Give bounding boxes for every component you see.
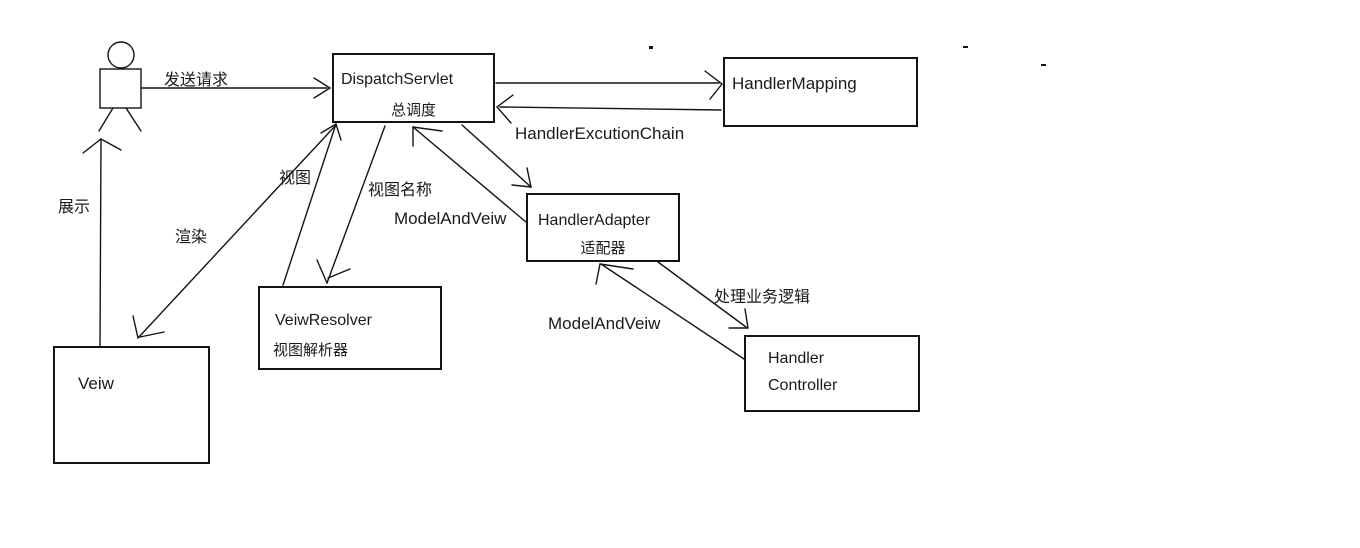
node-title: DispatchServlet (341, 71, 454, 88)
edge-dispatch-to-mapping (495, 70, 723, 100)
edge-label-model-and-veiw-lower: ModelAndVeiw (548, 314, 661, 333)
node-title: Veiw (78, 374, 114, 393)
stray-dot (1041, 64, 1046, 66)
edge-controller-to-adapter (595, 263, 745, 360)
node-handler-controller: Handler Controller (744, 335, 920, 412)
node-title: VeiwResolver (275, 312, 372, 329)
stray-ink-dots (649, 46, 1046, 66)
edge-label-veiw-name: 视图名称 (368, 182, 433, 199)
node-title: HandlerAdapter (538, 212, 651, 229)
user-actor-figure (98, 41, 142, 132)
edge-adapter-to-dispatch (412, 126, 527, 223)
edge-dispatch-to-adapter (461, 124, 532, 188)
node-title: Handler (768, 350, 825, 367)
node-handler-mapping: HandlerMapping (723, 57, 918, 127)
edge-label-model-and-veiw-upper: ModelAndVeiw (394, 209, 507, 228)
edge-label-render: 渲染 (175, 229, 208, 246)
edge-send-request (140, 77, 332, 99)
actor-left-leg (98, 107, 114, 132)
edge-label-handle-business-logic: 处理业务逻辑 (714, 289, 811, 306)
edge-dispatch-to-resolver (316, 125, 386, 284)
edge-label-display: 展示 (58, 199, 91, 216)
edge-mapping-to-dispatch (495, 94, 722, 124)
node-veiw-resolver: VeiwResolver 视图解析器 (258, 286, 442, 370)
actor-body (99, 68, 142, 109)
stray-dot (649, 46, 653, 49)
node-handler-adapter: HandlerAdapter 适配器 (526, 193, 680, 262)
edge-label-send-request: 发送请求 (164, 72, 229, 89)
edge-adapter-to-controller (657, 261, 749, 329)
edge-label-handler-excution-chain: HandlerExcutionChain (515, 124, 685, 143)
edge-veiw-to-actor (82, 138, 122, 348)
node-subtitle: 总调度 (390, 102, 436, 119)
node-subtitle: 适配器 (580, 240, 626, 257)
edge-label-veiw: 视图 (279, 170, 312, 187)
node-veiw: Veiw (53, 346, 210, 464)
actor-right-leg (125, 107, 142, 132)
node-title-line2: Controller (768, 377, 838, 394)
edge-resolver-to-dispatch (282, 123, 342, 286)
node-dispatch-servlet: DispatchServlet 总调度 (332, 53, 495, 123)
node-title: HandlerMapping (732, 74, 857, 93)
stray-dot (963, 46, 968, 48)
edge-dispatch-to-veiw (132, 124, 337, 339)
actor-head (107, 41, 135, 69)
node-subtitle: 视图解析器 (273, 342, 349, 359)
